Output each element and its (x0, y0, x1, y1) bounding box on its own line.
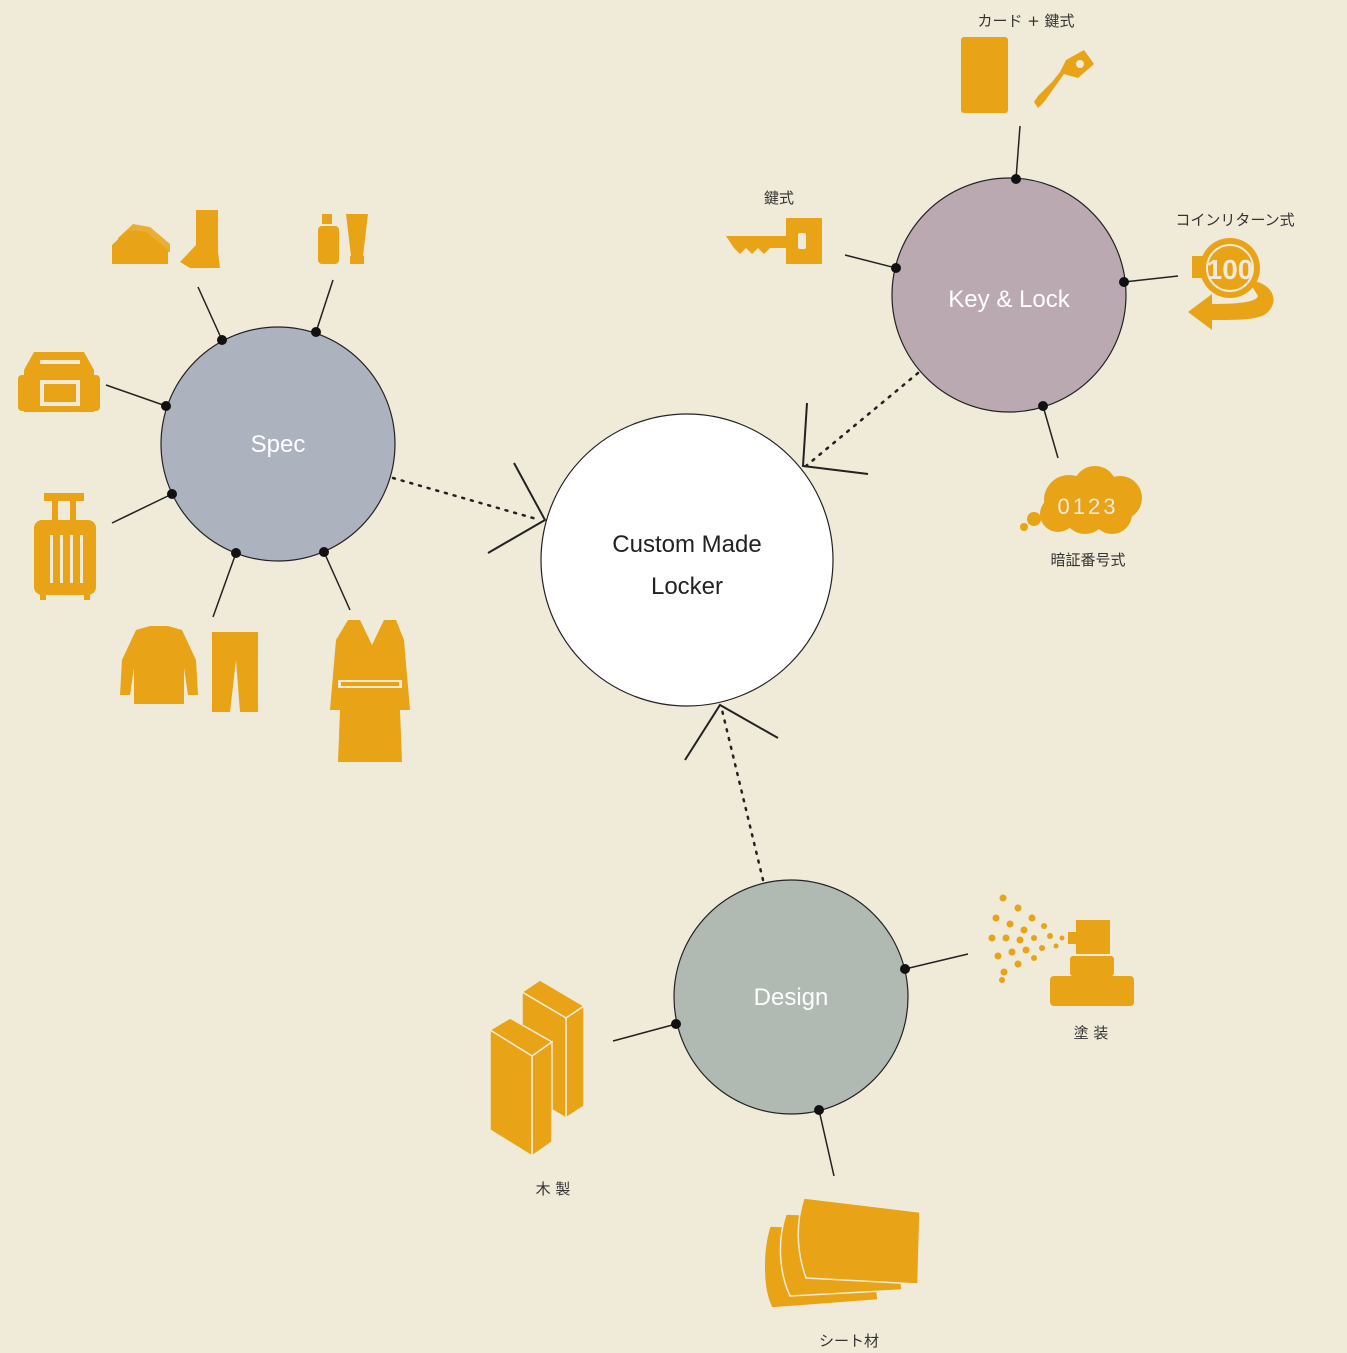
spec-arrowhead (487, 462, 547, 554)
card-key-label: カード + 鍵式 (977, 12, 1074, 30)
design-connector (720, 708, 765, 882)
sheet-material-label: シート材 (819, 1332, 879, 1350)
wood-label: 木 製 (536, 1180, 571, 1198)
key-icon (726, 218, 822, 264)
wood-blocks-icon (488, 979, 586, 1158)
design-arrowhead (684, 703, 779, 761)
sheet-material-icon (763, 1197, 921, 1309)
card-key-icon (961, 37, 1094, 113)
pin-code-badge: 0123 (1058, 494, 1119, 519)
shirt-pants-icon (120, 626, 258, 712)
backpack-icon (18, 352, 100, 412)
coin-return-icon: 100 (1188, 238, 1274, 330)
coin-value: 100 (1207, 254, 1254, 285)
center-label-line1: Custom Made (612, 531, 761, 558)
spray-paint-label: 塗 装 (1074, 1024, 1109, 1042)
design-label: Design (754, 984, 829, 1011)
design-circle (673, 879, 909, 1115)
keylock-label: Key & Lock (948, 286, 1070, 313)
pin-code-icon: 0123 (1020, 466, 1142, 534)
design-hub: Design (612, 879, 969, 1177)
pin-code-label: 暗証番号式 (1050, 551, 1125, 569)
spec-hub: Spec (105, 279, 396, 618)
bottles-icon (318, 214, 368, 264)
keylock-circle (891, 177, 1127, 413)
spec-circle (160, 326, 396, 562)
suitcase-icon (34, 493, 96, 600)
coin-return-label: コインリターン式 (1175, 211, 1294, 229)
center-node: Custom Made Locker (540, 413, 834, 707)
shoes-boot-icon (112, 210, 220, 268)
keylock-hub: Key & Lock (844, 125, 1179, 459)
center-label-line2: Locker (651, 573, 723, 600)
coat-icon (330, 620, 410, 762)
key-label: 鍵式 (764, 189, 794, 207)
keylock-arrowhead (801, 402, 869, 475)
spray-paint-icon (988, 894, 1134, 1006)
keylock-connector (804, 371, 920, 468)
spec-connector (391, 476, 542, 522)
spec-label: Spec (251, 431, 306, 458)
